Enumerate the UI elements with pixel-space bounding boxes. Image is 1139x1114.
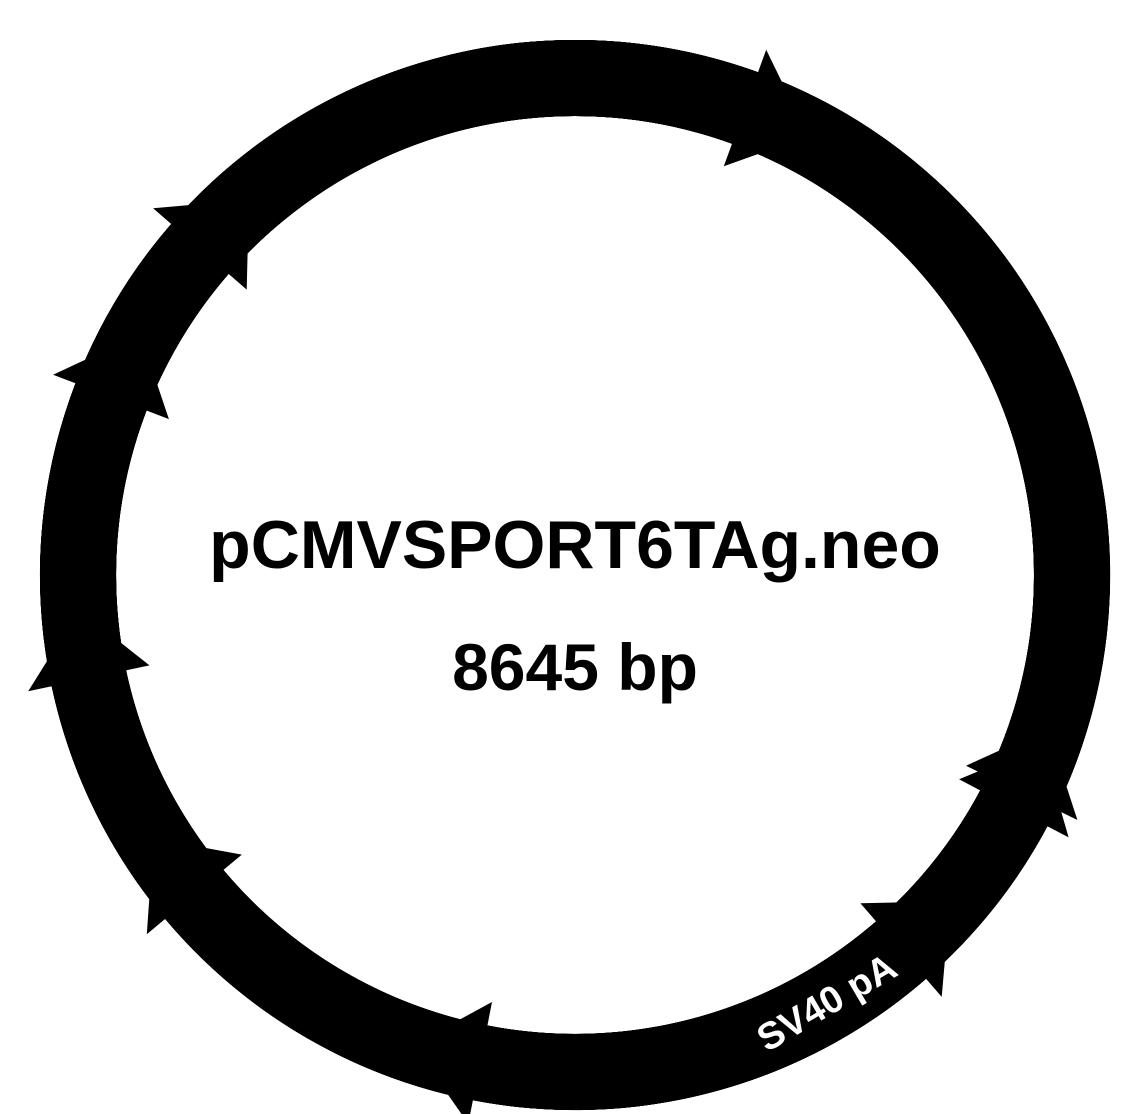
plasmid-size: 8645 bp [452, 630, 698, 704]
plasmid-name: pCMVSPORT6TAg.neo [209, 507, 941, 583]
